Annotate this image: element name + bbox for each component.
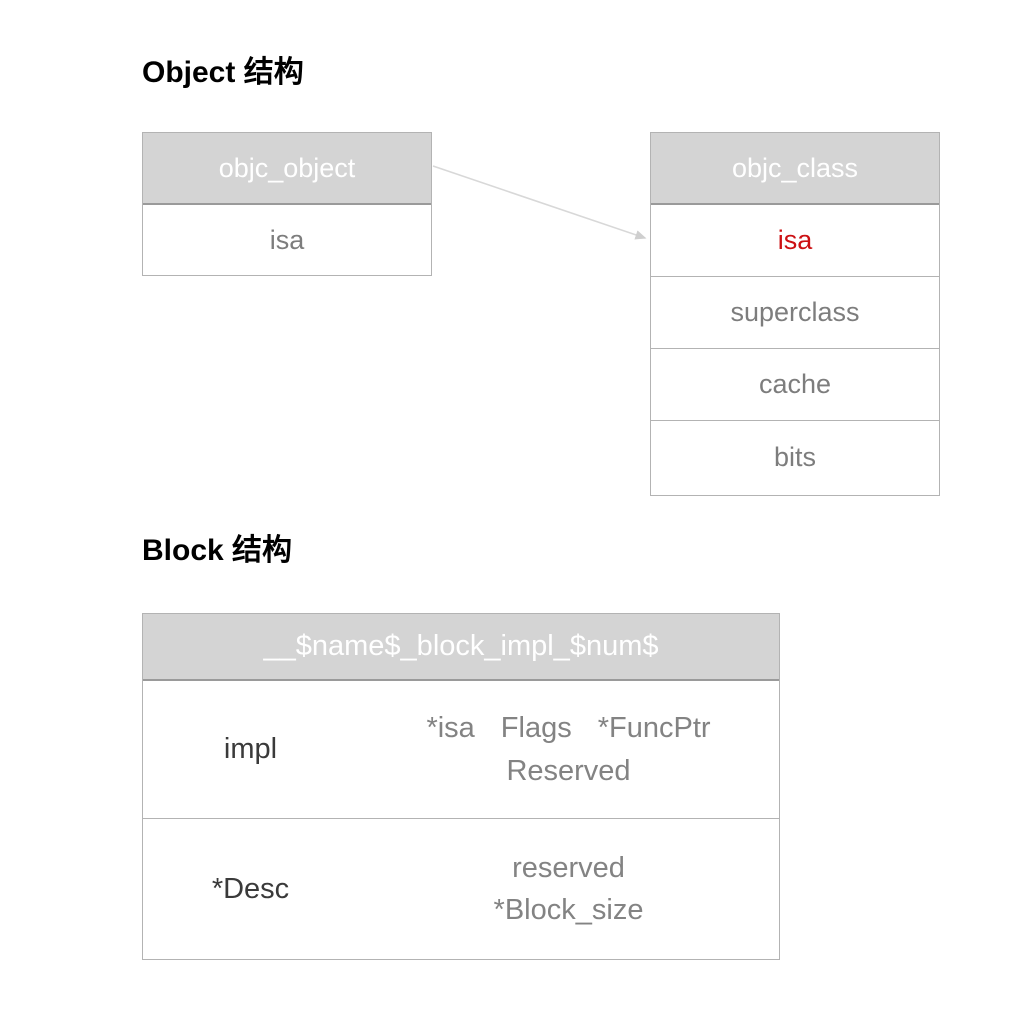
block-row-desc: *Desc reserved *Block_size <box>143 819 779 959</box>
field-row-bits: bits <box>651 421 939 493</box>
block-member-reserved-desc: reserved <box>512 851 625 884</box>
section-title-object: Object 结构 <box>142 56 304 89</box>
struct-objc-object: objc_object isa <box>142 132 432 276</box>
block-member-name-impl: impl <box>223 733 278 765</box>
block-member-name-desc: *Desc <box>211 872 290 905</box>
block-member-detail-impl: *isa Flags *FuncPtr Reserved <box>358 707 779 791</box>
block-member-detail-desc-line1: reserved <box>512 847 625 889</box>
struct-block-impl: __$name$_block_impl_$num$ impl *isa Flag… <box>142 613 780 960</box>
field-row-isa: isa <box>651 205 939 277</box>
struct-objc-class: objc_class isa superclass cache bits <box>650 132 940 496</box>
block-member-reserved: Reserved <box>506 754 631 787</box>
field-row-superclass: superclass <box>651 277 939 349</box>
block-member-isa: *isa <box>426 712 475 745</box>
struct-header-objc-class: objc_class <box>651 133 939 205</box>
block-member-block-size: *Block_size <box>493 894 644 926</box>
block-member-detail-desc: reserved *Block_size <box>358 847 779 931</box>
isa-pointer-arrow <box>432 165 647 240</box>
block-member-flags: Flags <box>500 712 572 745</box>
field-row-isa: isa <box>143 205 431 275</box>
section-title-block: Block 结构 <box>142 534 293 567</box>
struct-header-block-impl: __$name$_block_impl_$num$ <box>143 614 779 681</box>
block-row-impl: impl *isa Flags *FuncPtr Reserved <box>143 681 779 819</box>
block-member-detail-impl-line1: *isa Flags *FuncPtr <box>426 707 710 749</box>
struct-header-objc-object: objc_object <box>143 133 431 205</box>
block-member-funcptr: *FuncPtr <box>597 712 711 745</box>
field-row-cache: cache <box>651 349 939 421</box>
